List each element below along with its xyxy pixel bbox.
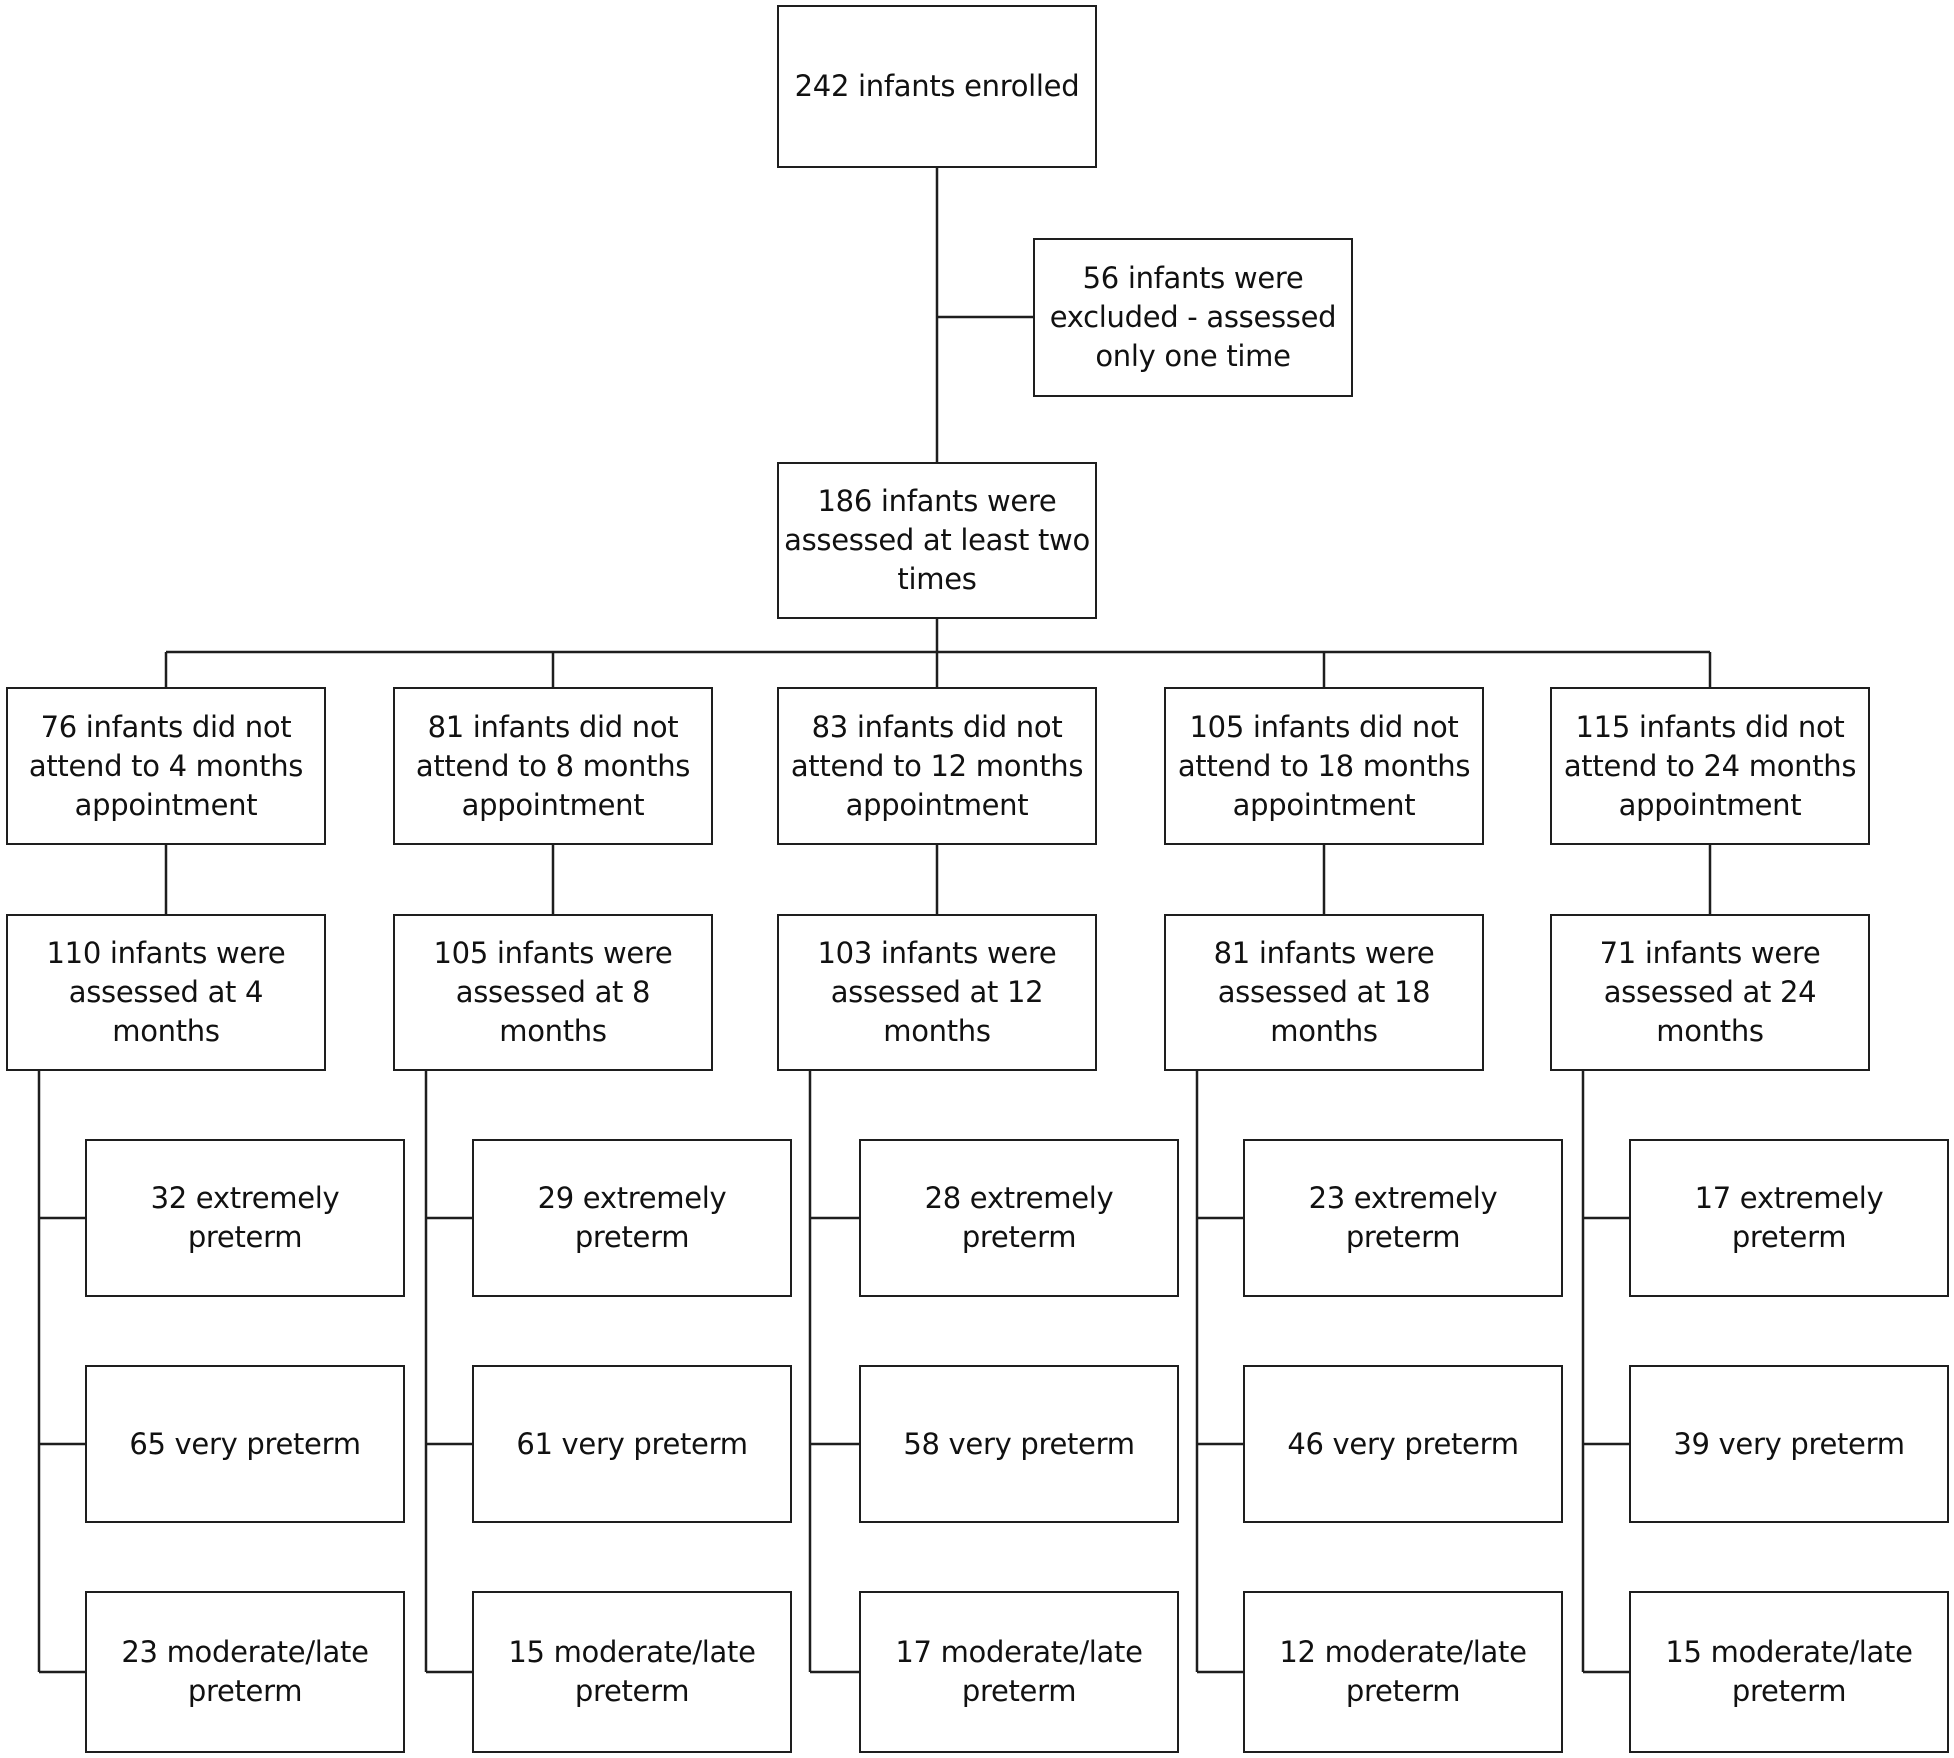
not-attend-text: 105 infants did not attend to 18 months …: [1177, 709, 1471, 822]
assessed-box-4m: 110 infants were assessed at 4 months: [6, 914, 326, 1071]
extremely-preterm-box-12m: 28 extremely preterm: [859, 1139, 1179, 1297]
very-preterm-text: 39 very preterm: [1673, 1426, 1905, 1461]
very-preterm-box-18m: 46 very preterm: [1243, 1365, 1563, 1523]
assessed-box-8m: 105 infants were assessed at 8 months: [393, 914, 713, 1071]
very-preterm-text: 65 very preterm: [129, 1426, 361, 1461]
not-attend-text: 81 infants did not attend to 8 months ap…: [415, 709, 691, 822]
very-preterm-text: 61 very preterm: [516, 1426, 748, 1461]
assessed-two-box: 186 infants were assessed at least two t…: [777, 462, 1097, 619]
assessed-text: 71 infants were assessed at 24 months: [1599, 936, 1821, 1048]
assessed-box-18m: 81 infants were assessed at 18 months: [1164, 914, 1484, 1071]
extremely-preterm-text: 23 extremely preterm: [1308, 1181, 1498, 1254]
moderate-late-preterm-text: 17 moderate/late preterm: [895, 1635, 1143, 1708]
extremely-preterm-box-24m: 17 extremely preterm: [1629, 1139, 1949, 1297]
moderate-late-preterm-text: 15 moderate/late preterm: [508, 1635, 756, 1708]
extremely-preterm-box-18m: 23 extremely preterm: [1243, 1139, 1563, 1297]
not-attend-text: 76 infants did not attend to 4 months ap…: [28, 709, 304, 822]
assessed-text: 105 infants were assessed at 8 months: [433, 936, 673, 1048]
not-attend-box-4m: 76 infants did not attend to 4 months ap…: [6, 687, 326, 845]
moderate-late-preterm-box-4m: 23 moderate/late preterm: [85, 1591, 405, 1753]
assessed-text: 81 infants were assessed at 18 months: [1213, 936, 1435, 1048]
enrolled-text: 242 infants enrolled: [794, 69, 1080, 103]
very-preterm-box-8m: 61 very preterm: [472, 1365, 792, 1523]
moderate-late-preterm-text: 15 moderate/late preterm: [1665, 1635, 1913, 1708]
very-preterm-box-4m: 65 very preterm: [85, 1365, 405, 1523]
moderate-late-preterm-box-18m: 12 moderate/late preterm: [1243, 1591, 1563, 1753]
extremely-preterm-box-4m: 32 extremely preterm: [85, 1139, 405, 1297]
assessed-box-24m: 71 infants were assessed at 24 months: [1550, 914, 1870, 1071]
assessed-text: 110 infants were assessed at 4 months: [46, 936, 286, 1048]
extremely-preterm-text: 28 extremely preterm: [924, 1181, 1114, 1254]
moderate-late-preterm-box-12m: 17 moderate/late preterm: [859, 1591, 1179, 1753]
not-attend-box-18m: 105 infants did not attend to 18 months …: [1164, 687, 1484, 845]
enrolled-box: 242 infants enrolled: [777, 5, 1097, 168]
moderate-late-preterm-box-8m: 15 moderate/late preterm: [472, 1591, 792, 1753]
extremely-preterm-text: 29 extremely preterm: [537, 1181, 727, 1254]
very-preterm-box-12m: 58 very preterm: [859, 1365, 1179, 1523]
not-attend-box-8m: 81 infants did not attend to 8 months ap…: [393, 687, 713, 845]
assessed-box-12m: 103 infants were assessed at 12 months: [777, 914, 1097, 1071]
moderate-late-preterm-text: 23 moderate/late preterm: [121, 1635, 369, 1708]
not-attend-box-12m: 83 infants did not attend to 12 months a…: [777, 687, 1097, 845]
not-attend-text: 115 infants did not attend to 24 months …: [1563, 709, 1857, 822]
very-preterm-text: 46 very preterm: [1287, 1426, 1519, 1461]
extremely-preterm-text: 17 extremely preterm: [1694, 1181, 1884, 1254]
extremely-preterm-text: 32 extremely preterm: [150, 1181, 340, 1254]
very-preterm-text: 58 very preterm: [903, 1426, 1135, 1461]
not-attend-text: 83 infants did not attend to 12 months a…: [790, 709, 1084, 822]
moderate-late-preterm-text: 12 moderate/late preterm: [1279, 1635, 1527, 1708]
assessed-two-text: 186 infants were assessed at least two t…: [784, 484, 1090, 596]
assessed-text: 103 infants were assessed at 12 months: [817, 936, 1057, 1048]
excluded-box: 56 infants were excluded - assessed only…: [1033, 238, 1353, 397]
very-preterm-box-24m: 39 very preterm: [1629, 1365, 1949, 1523]
extremely-preterm-box-8m: 29 extremely preterm: [472, 1139, 792, 1297]
excluded-text: 56 infants were excluded - assessed only…: [1049, 261, 1337, 373]
moderate-late-preterm-box-24m: 15 moderate/late preterm: [1629, 1591, 1949, 1753]
not-attend-box-24m: 115 infants did not attend to 24 months …: [1550, 687, 1870, 845]
